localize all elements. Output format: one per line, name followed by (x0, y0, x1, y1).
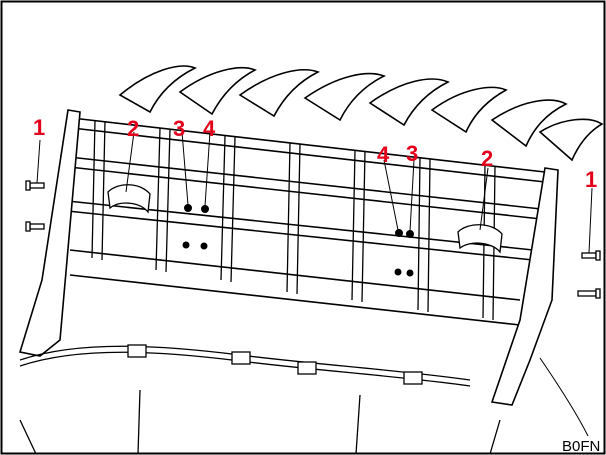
callout-3-left: 3 (173, 116, 186, 141)
figure-code: B0FN (562, 438, 601, 455)
ribs (91, 119, 496, 321)
callout-1-left: 1 (33, 115, 46, 140)
callout-2-left: 2 (127, 116, 140, 141)
side-plates (18, 109, 559, 406)
hydraulic-line (19, 344, 501, 455)
bottom-tube (69, 249, 521, 326)
pins (25, 180, 601, 299)
brackets (107, 184, 503, 254)
callout-3-right: 3 (406, 141, 419, 166)
callout-4-right: 4 (377, 142, 390, 167)
fasteners (182, 204, 414, 277)
callout-4-left: 4 (203, 116, 216, 141)
tines (118, 65, 604, 162)
leader-lines (36, 131, 593, 437)
callout-2-right: 2 (481, 146, 494, 171)
callout-1-right: 1 (585, 167, 598, 192)
